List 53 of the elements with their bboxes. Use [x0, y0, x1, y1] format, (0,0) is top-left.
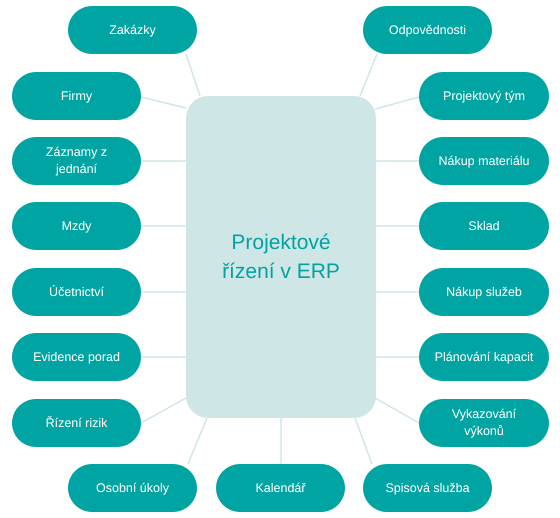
topic-pill — [12, 399, 141, 447]
connector-line — [374, 96, 420, 110]
topic-label: Nákup služeb — [446, 284, 522, 300]
topic-label: Mzdy — [62, 218, 92, 234]
topic-pill — [12, 137, 141, 185]
connector-line — [375, 160, 419, 162]
topic-pill — [12, 333, 141, 381]
topic-label: Osobní úkoly — [96, 480, 169, 496]
topic-pill — [363, 6, 492, 54]
topic-label: Účetnictví — [49, 284, 104, 300]
topic-label: Evidence porad — [33, 348, 120, 366]
connector-line — [354, 418, 373, 464]
connector-line — [374, 397, 420, 424]
topic-label: Spisová služba — [385, 480, 470, 496]
topic-label: Kalendář — [255, 480, 306, 496]
connector-line — [375, 356, 419, 358]
connector-line — [280, 418, 282, 464]
connector-line — [140, 96, 186, 109]
topic-pill — [216, 464, 345, 512]
topic-label: Firmy — [60, 88, 92, 104]
topic-label: Záznamy z jednání — [44, 144, 108, 178]
topic-label: Řízení rizik — [46, 414, 108, 432]
connector-line — [140, 397, 186, 424]
topic-pill — [419, 72, 549, 120]
connector-line — [141, 225, 186, 227]
topic-label: Nákup materiálu — [438, 152, 530, 170]
connector-line — [141, 291, 186, 293]
topic-label: Plánování kapacit — [434, 348, 534, 366]
connector-line — [141, 160, 186, 162]
connector-line — [187, 418, 208, 464]
topic-label: Projektový tým — [443, 88, 525, 104]
topic-pill — [363, 464, 492, 512]
topic-label: Zakázky — [109, 22, 156, 38]
topic-label: Sklad — [468, 218, 500, 234]
connector-line — [375, 225, 419, 227]
connector-line — [375, 291, 419, 293]
central-topic-title: Projektové řízení v ERP — [221, 230, 341, 285]
connector-line — [185, 54, 201, 96]
connector-line — [359, 54, 378, 96]
topic-pill — [419, 202, 549, 250]
topic-pill — [12, 268, 141, 316]
topic-label: Vykazování výkonů — [450, 406, 518, 440]
topic-pill — [12, 202, 141, 250]
topic-pill — [419, 268, 549, 316]
topic-pill — [419, 399, 549, 447]
connector-line — [141, 356, 186, 358]
topic-pill — [419, 333, 549, 381]
topic-label: Odpovědnosti — [388, 22, 466, 38]
topic-pill — [68, 464, 197, 512]
topic-pill — [12, 72, 141, 120]
central-topic-box — [186, 96, 376, 418]
topic-pill — [68, 6, 197, 54]
topic-pill — [419, 137, 549, 185]
